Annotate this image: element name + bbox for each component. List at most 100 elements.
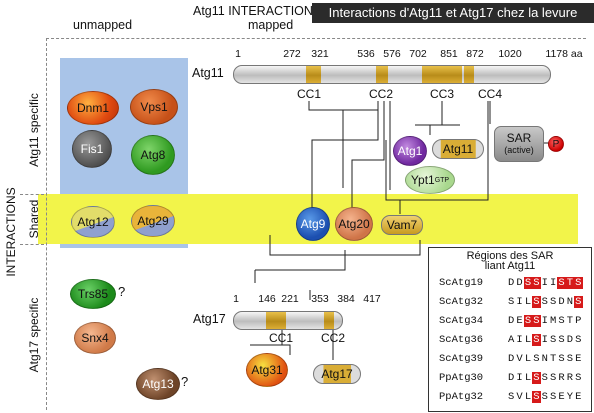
sar-residue: V (516, 391, 523, 403)
lane-divider-top (20, 194, 44, 195)
node-fis1: Fis1 (72, 130, 112, 168)
sar-residue: S (541, 391, 548, 403)
sar-residue: S (541, 372, 548, 384)
sar-row-name: ScAtg34 (439, 315, 484, 327)
node-atg13: Atg13 (136, 368, 180, 400)
atg11-ruler-851: 851 (440, 48, 458, 60)
header-mapped: mapped (248, 18, 294, 32)
sar-residue: Y (566, 391, 574, 403)
atg17-cc2-label: CC2 (320, 331, 346, 345)
sar-residue: L (524, 353, 532, 365)
atg13-question-mark: ? (181, 374, 189, 389)
sar-residue: S (574, 296, 583, 308)
sar-residue: N (541, 353, 548, 365)
ypt1-label: Ypt1 (410, 173, 435, 187)
sar-residue: D (508, 372, 515, 384)
atg11-ruler-272: 272 (283, 48, 301, 60)
sar-row-name: ScAtg32 (439, 296, 484, 308)
sar-residue: M (549, 315, 557, 327)
sar-residue: S (508, 391, 515, 403)
sar-residue: L (524, 372, 532, 384)
sar-row-name: PpAtg32 (439, 391, 484, 403)
atg17-bar (233, 311, 343, 330)
sar-residue: L (524, 296, 532, 308)
atg17-domain-cc1 (266, 312, 286, 329)
sar-residue: E (558, 391, 565, 403)
sar-residue: L (524, 391, 532, 403)
sar-residue: E (575, 391, 582, 403)
sar-residue: D (558, 296, 565, 308)
node-trs85: Trs85 (70, 279, 116, 309)
atg11-cc1-label: CC1 (296, 87, 322, 101)
atg11-domain-cc4 (464, 66, 474, 83)
sar-residue: S (508, 296, 515, 308)
node-atg9: Atg9 (296, 207, 330, 241)
atg17-ruler-146: 146 (258, 293, 276, 305)
sar-residue: I (516, 334, 523, 346)
node-atg29: Atg29 (131, 205, 175, 237)
atg11-ruler-536: 536 (357, 48, 375, 60)
atg17-cc1-label: CC1 (268, 331, 294, 345)
sar-active-label: (active) (504, 145, 534, 155)
sar-row-name: PpAtg30 (439, 372, 484, 384)
trs85-question-mark: ? (118, 284, 126, 299)
atg11-bar (233, 65, 551, 84)
header-title: Atg11 INTERACTIONS (193, 4, 322, 18)
sar-residue: I (541, 315, 548, 327)
sar-residue: S (549, 372, 557, 384)
sar-residue: S (523, 277, 533, 289)
sar-residue: D (508, 353, 515, 365)
sar-residue: I (549, 277, 557, 289)
lane-divider-bottom (20, 244, 44, 245)
atg17-ruler-1: 1 (233, 293, 239, 305)
sar-residue: R (558, 372, 565, 384)
sar-residue: S (532, 296, 541, 308)
sar-residue: T (549, 353, 557, 365)
frame-top-line (46, 38, 586, 39)
node-atg20: Atg20 (335, 207, 373, 241)
sar-residue: S (532, 334, 541, 346)
atg11-ruler-576: 576 (383, 48, 401, 60)
sar-residue: I (541, 277, 548, 289)
atg11-domain-cc1 (306, 66, 321, 83)
sar-residue: N (566, 296, 574, 308)
sar-row-name: ScAtg39 (439, 353, 484, 365)
node-dnm1: Dnm1 (67, 91, 119, 125)
sar-residue: S (532, 315, 541, 327)
sar-residue: E (575, 353, 582, 365)
sar-residue: E (516, 315, 523, 327)
sar-residue: S (549, 296, 557, 308)
sar-residue: S (574, 277, 583, 289)
atg11-label: Atg11 (192, 66, 224, 80)
atg11-domain-cc3 (422, 66, 462, 83)
atg11-ruler-1178: 1178 aa (545, 48, 583, 60)
atg11-cc2-label: CC2 (368, 87, 394, 101)
sar-residue: S (549, 334, 557, 346)
sar-panel-title-1: Régions des SAR (466, 250, 554, 262)
sar-residue: D (516, 277, 523, 289)
atg17-ruler-353: 353 (311, 293, 329, 305)
sar-residue: D (566, 334, 574, 346)
frame-left-line (46, 38, 47, 410)
sar-residue: S (532, 391, 541, 403)
sar-residue: S (549, 391, 557, 403)
atg17-ruler-417: 417 (363, 293, 381, 305)
atg11-ruler-872: 872 (466, 48, 484, 60)
atg17-domain-cc2 (324, 312, 334, 329)
node-atg12: Atg12 (71, 206, 115, 238)
sar-residue: I (516, 372, 523, 384)
sar-residue: T (565, 277, 575, 289)
sar-residue: S (523, 315, 533, 327)
ypt1-gtp-sup: GTP (434, 176, 450, 184)
